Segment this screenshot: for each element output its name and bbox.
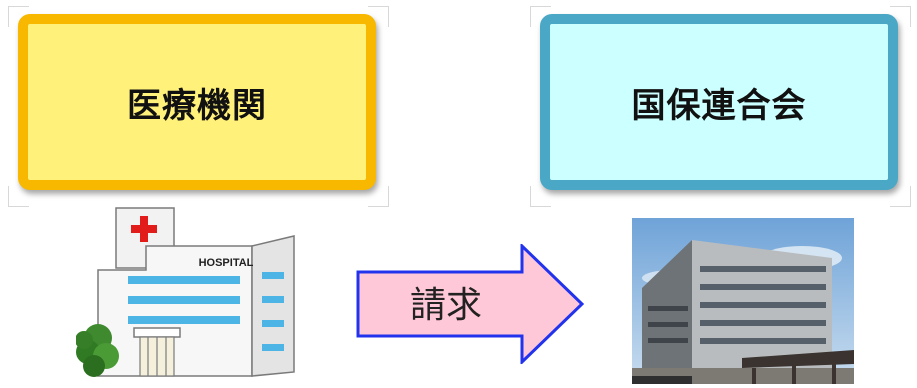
frame-corner — [8, 186, 29, 207]
frame-corner — [368, 186, 389, 207]
frame-corner — [530, 6, 551, 27]
medical-institution-label: 医療機関 — [127, 85, 267, 126]
federation-label: 国保連合会 — [631, 85, 807, 126]
hospital-illustration: HOSPITAL — [75, 200, 298, 378]
national-health-insurance-federation-box: 国保連合会 — [540, 14, 898, 190]
medical-institution-box: 医療機関 — [18, 14, 376, 190]
frame-corner — [890, 6, 911, 27]
frame-corner — [8, 6, 29, 27]
frame-corner — [890, 186, 911, 207]
frame-corner — [368, 6, 389, 27]
billing-arrow: 請求 — [356, 242, 586, 366]
hospital-sign: HOSPITAL — [199, 257, 254, 269]
billing-label: 請求 — [409, 285, 482, 326]
frame-corner — [530, 186, 551, 207]
federation-building-photo — [632, 218, 854, 384]
